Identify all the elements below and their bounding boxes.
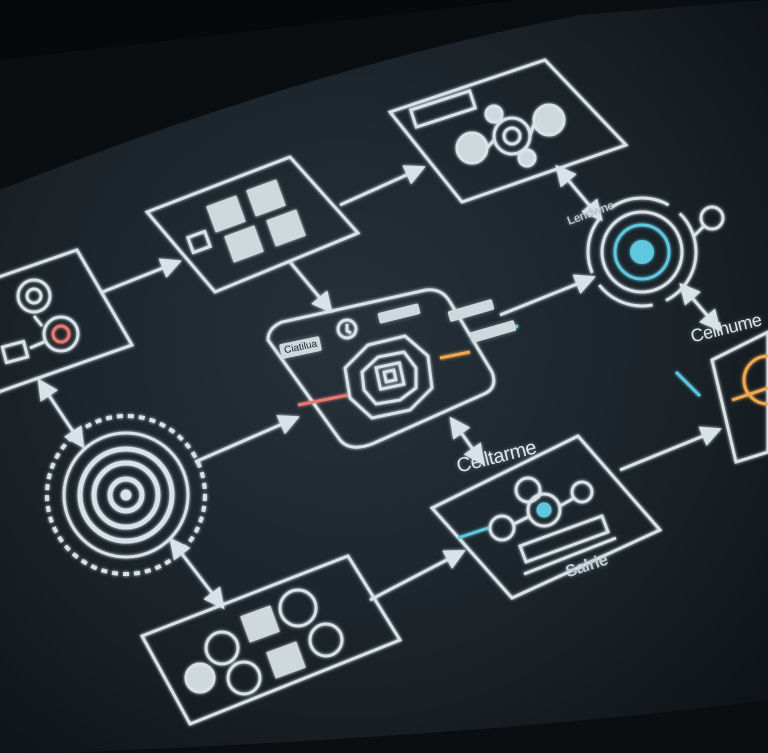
arrow-grid-to-center	[288, 261, 333, 314]
target-node	[45, 414, 207, 576]
arrow-center-to-dial	[499, 274, 596, 317]
arrow-dial-to-right	[679, 282, 721, 332]
arrow-device-to-right	[619, 426, 722, 472]
diagram	[0, 58, 768, 726]
top-node	[387, 58, 629, 204]
grid-node	[144, 155, 361, 294]
arrow-left-to-grid	[99, 258, 182, 295]
arrow-bottom-to-device	[369, 550, 466, 602]
arrow-target-to-center	[194, 415, 300, 464]
left-node	[0, 248, 135, 394]
right-node	[674, 330, 768, 464]
arrow-topnode-to-dial	[555, 164, 603, 222]
arrow-grid-to-topnode	[339, 165, 426, 207]
bottom-node	[139, 554, 403, 726]
arrow-left-to-target	[37, 378, 85, 449]
device-node	[429, 434, 663, 600]
dial-node	[586, 196, 725, 308]
arrow-target-to-bottom	[169, 537, 225, 610]
arrow-center-to-device	[449, 416, 485, 466]
